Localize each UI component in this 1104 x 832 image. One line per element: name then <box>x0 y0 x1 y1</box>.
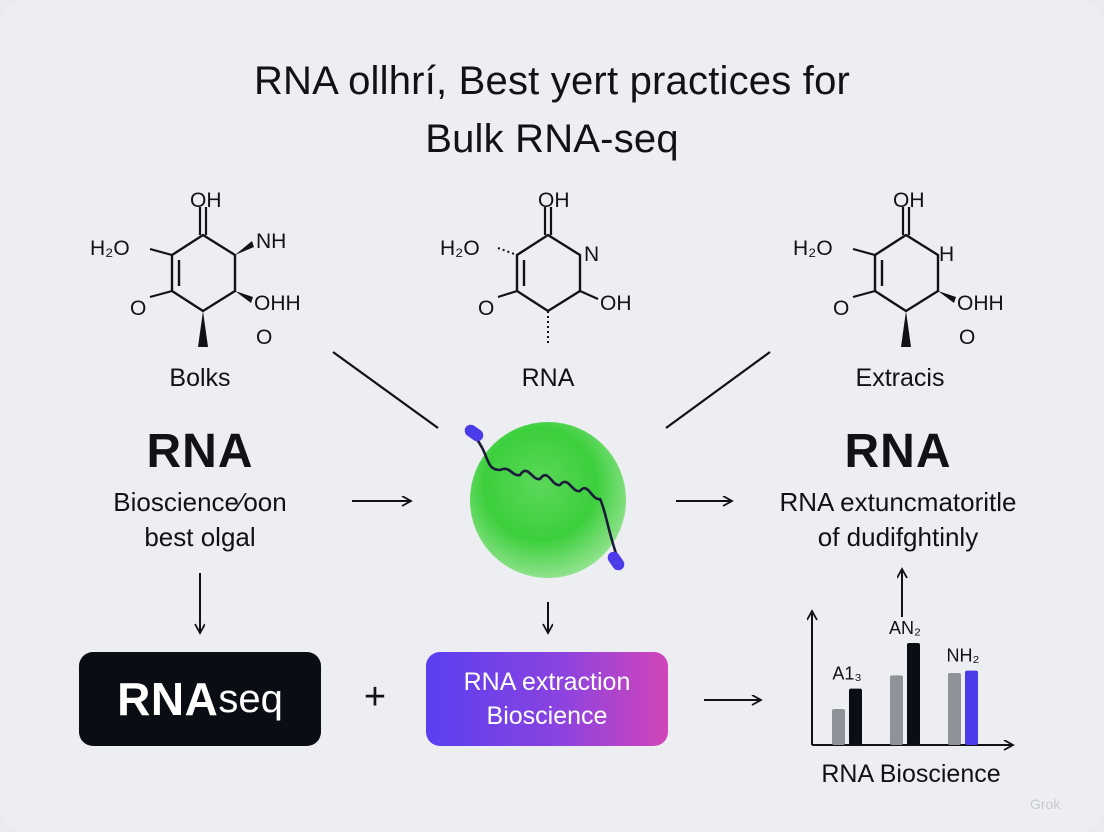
extraction-line-1: RNA extraction <box>463 668 631 696</box>
mol-center-bottom-left: O <box>478 297 494 320</box>
mol-left-bottom-right: OHH <box>254 292 301 315</box>
molecule-left: OH H₂O NH O OHH O <box>90 189 301 349</box>
rna-extraction-box: RNA extraction Bioscience <box>426 652 668 746</box>
left-desc-line-2: best olgal <box>144 522 256 552</box>
chart-bar-1-1 <box>907 643 920 745</box>
mol-left-top: OH <box>190 189 222 212</box>
left-rna-heading: RNA <box>146 425 254 478</box>
chart-caption: RNA Bioscience <box>821 760 1001 788</box>
mol-center-top: OH <box>538 189 570 212</box>
mol-right-bottom-right: OHH <box>957 292 1004 315</box>
title-line-2: Bulk RNA-seq <box>425 117 679 161</box>
mol-right-left: H₂O <box>793 237 833 260</box>
bar-chart: A1₃ AN₂ NH₂ <box>790 590 1030 760</box>
left-desc-line-1: Bioscience⁄oon <box>113 487 287 517</box>
molecule-right: OH H₂O H O OHH O <box>793 189 1004 349</box>
chart-bar-1-0 <box>890 675 903 745</box>
right-rna-heading: RNA <box>844 425 952 478</box>
mol-center-left: H₂O <box>440 237 480 260</box>
right-desc-line-1: RNA extuncmatoritle <box>779 487 1017 517</box>
rna-strand-illustration <box>464 422 626 578</box>
caption-left: Bolks <box>169 364 231 392</box>
connector-left <box>332 351 439 429</box>
mol-left-bottom-left: O <box>130 297 146 320</box>
mol-right-right: H <box>939 243 954 266</box>
plus-sign: + <box>363 676 387 718</box>
rnaseq-light-text: seq <box>218 676 283 721</box>
chart-bar-0-1 <box>849 688 862 745</box>
chart-bar-0-0 <box>832 709 845 745</box>
chart-annotation-1: AN₂ <box>889 618 921 638</box>
mol-center-bottom-right: OH <box>600 292 632 315</box>
caption-center: RNA <box>521 364 575 392</box>
connector-right <box>665 351 771 429</box>
chart-annotation-0: A1₃ <box>832 664 861 684</box>
chart-bar-2-0 <box>948 673 961 745</box>
mol-right-bottom: O <box>959 326 975 349</box>
extraction-line-2: Bioscience <box>486 702 608 730</box>
mol-left-left: H₂O <box>90 237 130 260</box>
molecule-center: OH H₂O N O OH <box>440 189 632 343</box>
chart-bar-2-1 <box>965 670 978 745</box>
caption-right: Extracis <box>855 364 945 392</box>
title-line-1: RNA ollhrí, Best yert practices for <box>253 59 851 103</box>
mol-left-right: NH <box>256 230 286 253</box>
mol-right-bottom-left: O <box>833 297 849 320</box>
mol-left-bottom: O <box>256 326 272 349</box>
right-desc-line-2: of dudifghtinly <box>817 522 979 552</box>
chart-annotation-2: NH₂ <box>947 646 980 666</box>
mol-center-right: N <box>584 243 599 266</box>
watermark: Grok <box>1030 796 1061 812</box>
rnaseq-bold-text: RNA <box>117 673 219 725</box>
mol-right-top: OH <box>893 189 925 212</box>
